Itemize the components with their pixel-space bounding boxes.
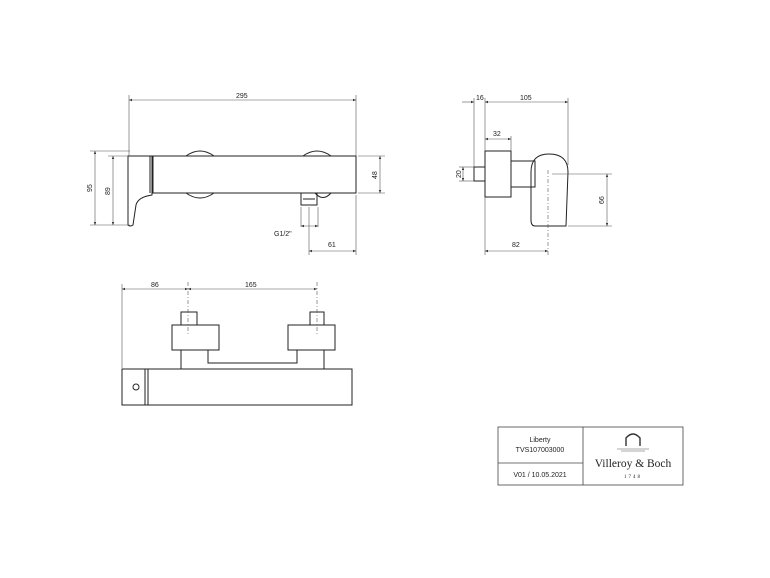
knob-right xyxy=(287,324,336,351)
stub xyxy=(473,166,486,182)
top-view: 86 165 xyxy=(121,282,353,406)
knob-left xyxy=(171,324,220,351)
side-pipe xyxy=(510,160,536,188)
version-date: V01 / 10.05.2021 xyxy=(513,472,566,479)
article-number: TVS107003000 xyxy=(516,447,565,454)
dim-61: 61 xyxy=(328,242,336,249)
product-name: Liberty xyxy=(529,437,551,444)
dim-32: 32 xyxy=(493,131,501,138)
body xyxy=(152,155,357,194)
front-view: 295 95 89 48 G1/2" 61 xyxy=(87,93,385,255)
side-view: 16 105 32 20 66 82 xyxy=(456,95,612,256)
dim-86: 86 xyxy=(151,282,159,289)
brand-logo-icon xyxy=(617,433,649,452)
dim-16: 16 xyxy=(476,95,484,102)
dim-295: 295 xyxy=(236,93,248,100)
title-block: Liberty TVS107003000 V01 / 10.05.2021 Vi… xyxy=(497,426,684,486)
dim-105: 105 xyxy=(520,95,532,102)
dim-48: 48 xyxy=(372,171,379,179)
brand-year: 1748 xyxy=(624,475,642,480)
dim-82: 82 xyxy=(512,242,520,249)
dim-20: 20 xyxy=(456,170,463,178)
lever xyxy=(530,153,569,227)
outlet xyxy=(300,192,318,206)
dim-89: 89 xyxy=(105,187,112,195)
knob-bump xyxy=(185,150,332,199)
side-body xyxy=(484,150,512,198)
wall-handle xyxy=(127,155,153,227)
dim-66: 66 xyxy=(599,196,606,204)
brand-name: Villeroy & Boch xyxy=(595,458,672,470)
top-body xyxy=(121,368,353,406)
dim-165: 165 xyxy=(245,282,257,289)
dim-95: 95 xyxy=(87,184,94,192)
dim-thread: G1/2" xyxy=(274,231,292,238)
